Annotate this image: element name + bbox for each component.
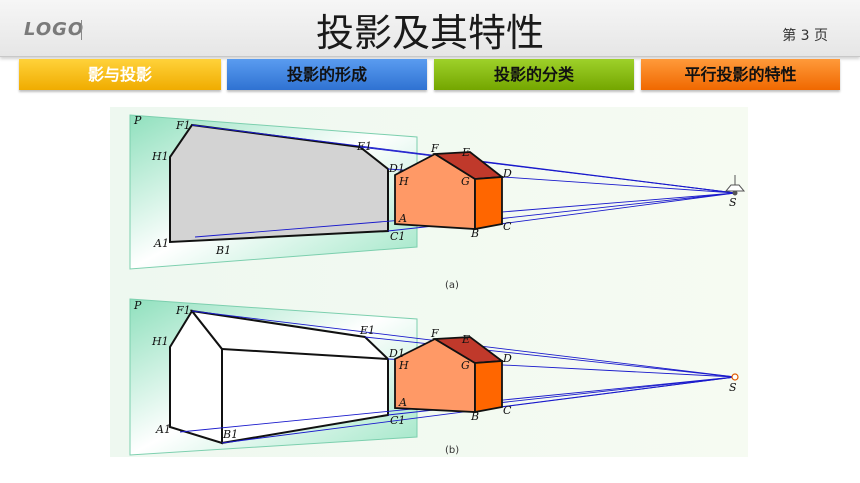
label-h-b: H [398,359,409,372]
label-b-b: B [470,410,479,423]
label-b1-a: B1 [215,244,231,257]
label-d1-b: D1 [388,347,405,360]
label-d1-a: D1 [388,162,405,175]
light-source-a [724,175,746,196]
house-side-a [474,176,503,231]
label-h1-a: H1 [151,150,169,163]
label-f-a: F [430,142,439,155]
label-f1-a: F1 [175,119,191,132]
label-g-b: G [461,359,470,372]
nav-tabs: 影与投影 投影的形成 投影的分类 平行投影的特性 [19,59,840,90]
header-bar: LOGO 投影及其特性 第 3 页 [0,0,860,57]
label-c-a: C [503,220,512,233]
tab-projection-formation[interactable]: 投影的形成 [227,59,427,90]
label-b-a: B [470,227,479,240]
diagram-b: P F1 E1 H1 D1 A1 B1 C1 F E H G D A B C S… [129,298,739,456]
label-b1-b: B1 [222,428,238,441]
house-side-b [474,360,503,414]
diagram-a: P F1 E1 H1 D1 A1 B1 C1 F E H G D A B C S… [129,114,746,291]
label-p-b: P [133,299,142,312]
label-s-a: S [729,196,737,209]
label-e1-b: E1 [359,324,375,337]
page-number: 第 3 页 [782,28,828,44]
logo: LOGO [24,19,85,40]
label-e-b: E [461,333,470,346]
tab-shadow-and-projection[interactable]: 影与投影 [19,59,221,90]
label-c-b: C [503,404,512,417]
label-c1-a: C1 [390,230,405,243]
page-title: 投影及其特性 [315,11,544,55]
label-f-b: F [430,327,439,340]
label-d-b: D [502,352,512,365]
label-a-a: A [398,212,407,225]
tab-parallel-projection-properties[interactable]: 平行投影的特性 [641,59,840,90]
label-e1-a: E1 [356,140,372,153]
label-p-a: P [133,114,142,127]
projection-figure: P F1 E1 H1 D1 A1 B1 C1 F E H G D A B C S… [110,107,748,457]
label-a1-a: A1 [153,237,169,250]
caption-a: (a) [445,280,459,291]
label-e-a: E [461,146,470,159]
label-d-a: D [502,167,512,180]
label-h-a: H [398,175,409,188]
label-c1-b: C1 [390,414,405,427]
logo-divider [81,20,82,40]
label-a1-b: A1 [155,423,171,436]
caption-b: (b) [445,445,459,456]
label-s-b: S [729,381,737,394]
label-a-b: A [398,396,407,409]
label-h1-b: H1 [151,335,169,348]
tab-projection-classification[interactable]: 投影的分类 [434,59,634,90]
point-light-b [731,373,739,381]
label-f1-b: F1 [175,304,191,317]
label-g-a: G [461,175,470,188]
